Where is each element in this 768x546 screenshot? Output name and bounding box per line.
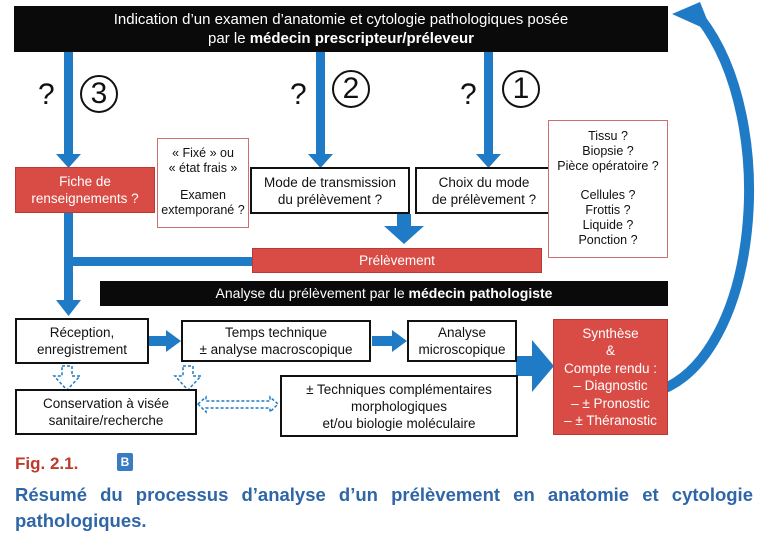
figure-caption: Résumé du processus d’analyse d’un prélè… [15, 484, 753, 531]
arrow-2-shaft [316, 52, 325, 156]
reception-line2: enregistrement [36, 342, 128, 357]
reception-line1: Réception, [49, 325, 115, 340]
arrow-reception-temps-shaft [148, 336, 168, 346]
tissu-line7: Liquide ? [582, 218, 634, 232]
tissu-line3: Pièce opératoire ? [557, 159, 659, 173]
tissu-line5: Cellules ? [580, 188, 636, 202]
arrow-temps-analyse-shaft [372, 336, 394, 346]
temps-line1: Temps technique [224, 325, 328, 340]
tissu-line2: Biopsie ? [582, 144, 634, 158]
synthese-line4: – Diagnostic [573, 378, 648, 393]
conservation-line1: Conservation à visée [42, 396, 170, 411]
fixe-line1: « Fixé » ou [172, 146, 234, 160]
dashed-arrow-conservation-techniques [196, 395, 280, 414]
choix-line2: de prélèvement ? [431, 191, 537, 207]
arrow-to-prelevement-shaft [397, 214, 411, 228]
analyse-microscopique-box: Analyse microscopique [407, 320, 517, 362]
dashed-arrow-temps-conservation [173, 365, 203, 392]
analyse-line2: microscopique [418, 342, 506, 357]
arrow-to-prelevement-head [384, 226, 424, 244]
conservation-box: Conservation à visée sanitaire/recherche [15, 389, 197, 435]
tissu-line6: Frottis ? [585, 203, 631, 217]
tissu-spacer [549, 174, 667, 188]
feedback-curve-arrowhead [672, 2, 712, 32]
arrow-2-head [308, 154, 333, 168]
tissu-note-box: Tissu ? Biopsie ? Pièce opératoire ? Cel… [548, 120, 668, 258]
arrow-temps-analyse-head [392, 330, 407, 352]
level-badge: B [117, 453, 133, 471]
choix-line1: Choix du mode [438, 174, 530, 190]
reception-box: Réception, enregistrement [15, 318, 149, 364]
header-line1: Indication d’un examen d’anatomie et cyt… [113, 11, 569, 28]
tissu-line8: Ponction ? [578, 233, 638, 247]
prelevement-connector [68, 257, 254, 266]
fixe-note-box: « Fixé » ou « état frais » Examen extemp… [157, 138, 249, 228]
step-number-2: 2 [332, 70, 370, 108]
fiche-renseignements-box: Fiche de renseignements ? [15, 167, 155, 213]
arrow-reception-temps-head [166, 330, 181, 352]
question-mark-2: ? [290, 78, 307, 111]
temps-line2: ± analyse macroscopique [199, 342, 353, 357]
step-number-1: 1 [502, 70, 540, 108]
fiche-line2: renseignements ? [31, 191, 139, 206]
fixe-line4: Examen [180, 188, 226, 202]
feedback-curve-arrow [653, 14, 755, 397]
question-mark-1: ? [460, 78, 477, 111]
synthese-line5: – ± Pronostic [571, 395, 650, 411]
synthese-line6: – ± Théranostic [564, 413, 657, 428]
techniques-line3: et/ou biologie moléculaire [322, 415, 476, 431]
conservation-line2: sanitaire/recherche [48, 413, 164, 428]
left-trunk-head [56, 300, 81, 316]
analyse-line1: Analyse [437, 325, 487, 340]
synthese-box: Synthèse & Compte rendu : – Diagnostic –… [553, 319, 668, 435]
prescriber-header: Indication d’un examen d’anatomie et cyt… [14, 6, 668, 52]
fixe-spacer [158, 176, 248, 188]
techniques-line1: ± Techniques complémentaires [306, 381, 492, 397]
techniques-line2: morphologiques [350, 398, 448, 414]
arrow-1-shaft [484, 52, 493, 156]
arrow-1-head [476, 154, 501, 168]
synthese-line3: Compte rendu : [563, 360, 658, 376]
mode-line2: du prélèvement ? [277, 191, 383, 207]
fiche-line1: Fiche de [59, 174, 111, 189]
choix-mode-box: Choix du mode de prélèvement ? [415, 167, 553, 214]
header-line2: par le médecin prescripteur/préleveur [14, 29, 668, 48]
arrow-to-synthese-head [532, 340, 554, 392]
fixe-line5: extemporané ? [161, 203, 245, 217]
arrow-3-head [56, 154, 81, 168]
temps-technique-box: Temps technique ± analyse macroscopique [181, 320, 371, 362]
synthese-line2: & [605, 343, 615, 358]
mode-line1: Mode de transmission [263, 174, 397, 190]
analysis-header: Analyse du prélèvement par le médecin pa… [100, 281, 668, 306]
header-line2-bold: médecin prescripteur/préleveur [249, 30, 474, 47]
arrow-to-synthese-shaft [516, 356, 534, 376]
figure-label: Fig. 2.1. [15, 454, 79, 473]
techniques-box: ± Techniques complémentaires morphologiq… [280, 375, 518, 437]
tissu-line1: Tissu ? [588, 129, 628, 143]
fixe-line2: « état frais » [168, 161, 238, 175]
synthese-line1: Synthèse [582, 325, 639, 341]
header-line2-prefix: par le [208, 30, 250, 47]
analysis-prefix: Analyse du prélèvement par le [215, 285, 409, 301]
analysis-bold: médecin pathologiste [408, 285, 553, 301]
dashed-arrow-reception-conservation [52, 365, 82, 392]
prelevement-box: Prélèvement [252, 248, 542, 273]
question-mark-3: ? [38, 78, 55, 111]
step-number-3: 3 [80, 75, 118, 113]
mode-transmission-box: Mode de transmission du prélèvement ? [250, 167, 410, 214]
arrow-3-shaft [64, 52, 73, 156]
